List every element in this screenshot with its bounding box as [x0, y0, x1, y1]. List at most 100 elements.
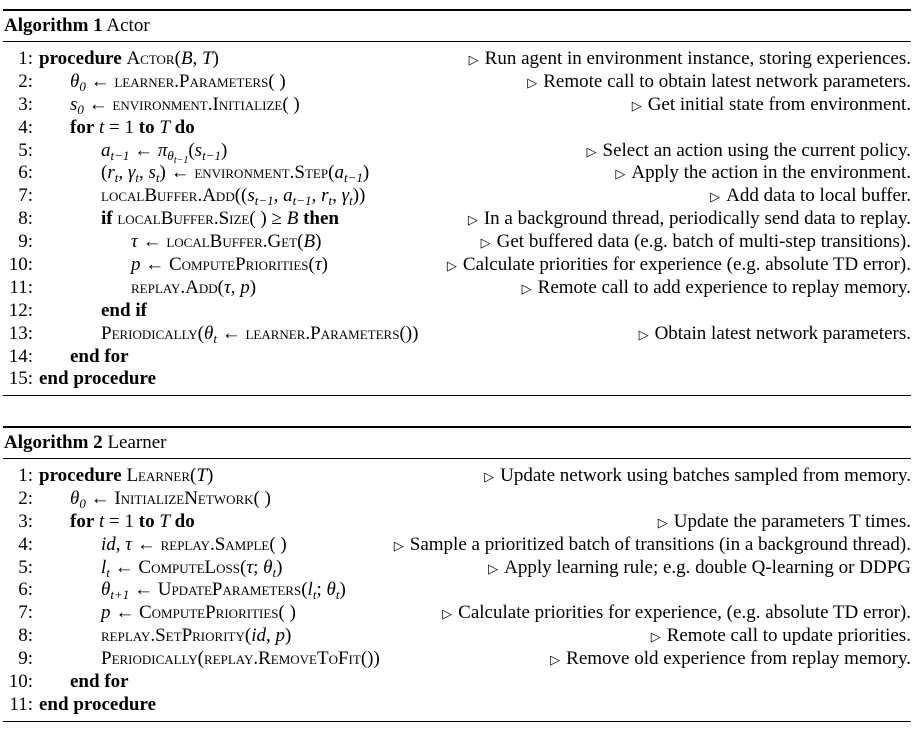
- algorithm-line: 14: end for: [3, 346, 911, 369]
- function-name: learner.Parameters: [114, 70, 269, 92]
- comment-text: Calculate priorities for experience (e.g…: [462, 254, 911, 276]
- line-number: 11:: [9, 693, 33, 715]
- line-number: 5:: [18, 139, 33, 161]
- comment: ▷Get initial state from environment.: [632, 94, 911, 118]
- algorithm-line: 8: replay.SetPriority(id, p) ▷Remote cal…: [3, 625, 911, 648]
- algorithm-line: 3: for t = 1 to T do ▷Update the paramet…: [3, 511, 911, 534]
- function-name: replay.RemoveToFit: [203, 648, 361, 670]
- comment: ▷Calculate priorities for experience, (e…: [442, 602, 911, 626]
- comment-triangle-icon: ▷: [586, 143, 597, 159]
- code: end for: [70, 671, 129, 694]
- comment-text: Apply the action in the environment.: [631, 162, 911, 184]
- algorithm-line: 2: θ0 ← learner.Parameters( ) ▷Remote ca…: [3, 71, 911, 94]
- header-rule: [3, 458, 911, 459]
- code: end for: [70, 346, 129, 369]
- algorithm-line: 6: θt+1 ← UpdateParameters(lt; θt): [3, 579, 911, 602]
- algorithm-line: 3: s0 ← environment.Initialize( ) ▷Get i…: [3, 94, 911, 117]
- bottom-rule: [3, 720, 911, 722]
- code: (rt, γt, st) ← environment.Step(at−1): [101, 162, 370, 186]
- comment: ▷Remove old experience from replay memor…: [550, 648, 911, 672]
- line-number: 1:: [18, 48, 33, 69]
- function-name: replay.Sample: [160, 533, 270, 555]
- comment-triangle-icon: ▷: [650, 629, 661, 645]
- keyword: end for: [70, 671, 129, 693]
- line-number: 4:: [18, 533, 33, 555]
- comment-triangle-icon: ▷: [638, 326, 649, 342]
- keyword: to: [138, 116, 155, 138]
- code: procedure Actor(B, T): [39, 48, 219, 69]
- top-rule: [3, 426, 911, 428]
- comment-triangle-icon: ▷: [467, 212, 478, 228]
- algorithm-2-header: Algorithm 2 Learner: [3, 428, 911, 458]
- function-name: ComputePriorities: [169, 254, 309, 276]
- line-number: 2:: [18, 487, 33, 509]
- code: procedure Learner(T): [39, 465, 214, 486]
- algorithm-2-body: 1: procedure Learner(T) ▷Update network …: [3, 459, 911, 721]
- code: end procedure: [39, 368, 156, 391]
- comment-triangle-icon: ▷: [657, 514, 668, 530]
- code: p ← ComputePriorities(τ): [131, 254, 328, 276]
- algorithm-line: 4: id, τ ← replay.Sample( ) ▷Sample a pr…: [3, 534, 911, 557]
- code: end procedure: [39, 694, 156, 717]
- algorithm-line: 2: θ0 ← InitializeNetwork( ): [3, 488, 911, 511]
- line-number: 7:: [18, 602, 33, 624]
- algorithm-line: 15: end procedure: [3, 368, 911, 391]
- comment: ▷Get buffered data (e.g. batch of multi-…: [481, 231, 911, 255]
- algorithm-1-body: 1: procedure Actor(B, T) ▷Run agent in e…: [3, 42, 911, 395]
- comment: ▷ Obtain latest network parameters.: [639, 323, 911, 347]
- function-name: localBuffer.Size: [117, 208, 250, 230]
- comment-text: Remove old experience from replay memory…: [566, 648, 911, 670]
- code: Periodically(replay.RemoveToFit()): [101, 648, 380, 670]
- comment-triangle-icon: ▷: [488, 560, 499, 576]
- line-number: 2:: [18, 70, 33, 92]
- line-number: 4:: [18, 116, 33, 138]
- line-number: 5:: [18, 556, 33, 578]
- algorithm-2-name: Learner: [107, 432, 167, 453]
- algorithm-line: 7: p ← ComputePriorities( ) ▷Calculate p…: [3, 602, 911, 625]
- algorithm-1-name: Actor: [106, 15, 150, 36]
- comment-triangle-icon: ▷: [393, 537, 404, 553]
- code: θ0 ← InitializeNetwork( ): [70, 487, 271, 511]
- line-number: 9:: [18, 231, 33, 253]
- algorithm-line: 1: procedure Actor(B, T) ▷Run agent in e…: [3, 48, 911, 71]
- keyword: procedure: [39, 465, 122, 486]
- comment-triangle-icon: ▷: [521, 280, 532, 296]
- line-number: 8:: [18, 625, 33, 647]
- code: replay.Add(τ, p): [131, 276, 257, 298]
- function-name: InitializeNetwork: [114, 487, 254, 509]
- line-number: 12:: [8, 299, 33, 321]
- comment-text: Obtain latest network parameters.: [654, 322, 911, 344]
- code: θt+1 ← UpdateParameters(lt; θt): [101, 579, 346, 603]
- bottom-rule: [3, 395, 911, 397]
- comment-text: Add data to local buffer.: [726, 185, 911, 207]
- function-name: UpdateParameters: [157, 579, 302, 601]
- function-name: Actor: [126, 48, 175, 69]
- comment: ▷Select an action using the current poli…: [587, 140, 911, 164]
- algorithm-line: 11: end procedure: [3, 694, 911, 717]
- keyword: to: [138, 510, 155, 532]
- comment-triangle-icon: ▷: [484, 469, 495, 484]
- comment: ▷Apply the action in the environment.: [615, 162, 911, 186]
- comment: ▷Update network using batches sampled fr…: [484, 465, 911, 489]
- algorithm-line: 5: lt ← ComputeLoss(τ; θt) ▷Apply learni…: [3, 557, 911, 580]
- comment: ▷Remote call to add experience to replay…: [522, 277, 911, 301]
- function-name: localBuffer.Add: [101, 185, 235, 207]
- line-number: 3:: [18, 93, 33, 115]
- line-number: 9:: [18, 648, 33, 670]
- code: lt ← ComputeLoss(τ; θt): [101, 556, 283, 580]
- comment-text: Calculate priorities for experience, (e.…: [458, 602, 911, 624]
- function-name: environment.Initialize: [112, 93, 283, 115]
- keyword: for: [70, 116, 95, 138]
- comment: ▷Apply learning rule; e.g. double Q-lear…: [488, 557, 911, 581]
- line-number: 10:: [8, 254, 33, 276]
- keyword: end if: [101, 299, 147, 321]
- algorithm-line: 9: Periodically(replay.RemoveToFit()) ▷R…: [3, 648, 911, 671]
- comment-triangle-icon: ▷: [468, 52, 479, 67]
- comment-text: Update the parameters T times.: [673, 510, 911, 532]
- function-name: replay.Add: [131, 276, 218, 298]
- algorithm-line: 9: τ ← localBuffer.Get(B) ▷Get buffered …: [3, 231, 911, 254]
- algorithm-line: 10: end for: [3, 671, 911, 694]
- comment-text: Get buffered data (e.g. batch of multi-s…: [496, 231, 911, 253]
- function-name: Periodically: [101, 322, 198, 344]
- comment: ▷ Update the parameters T times.: [658, 511, 911, 535]
